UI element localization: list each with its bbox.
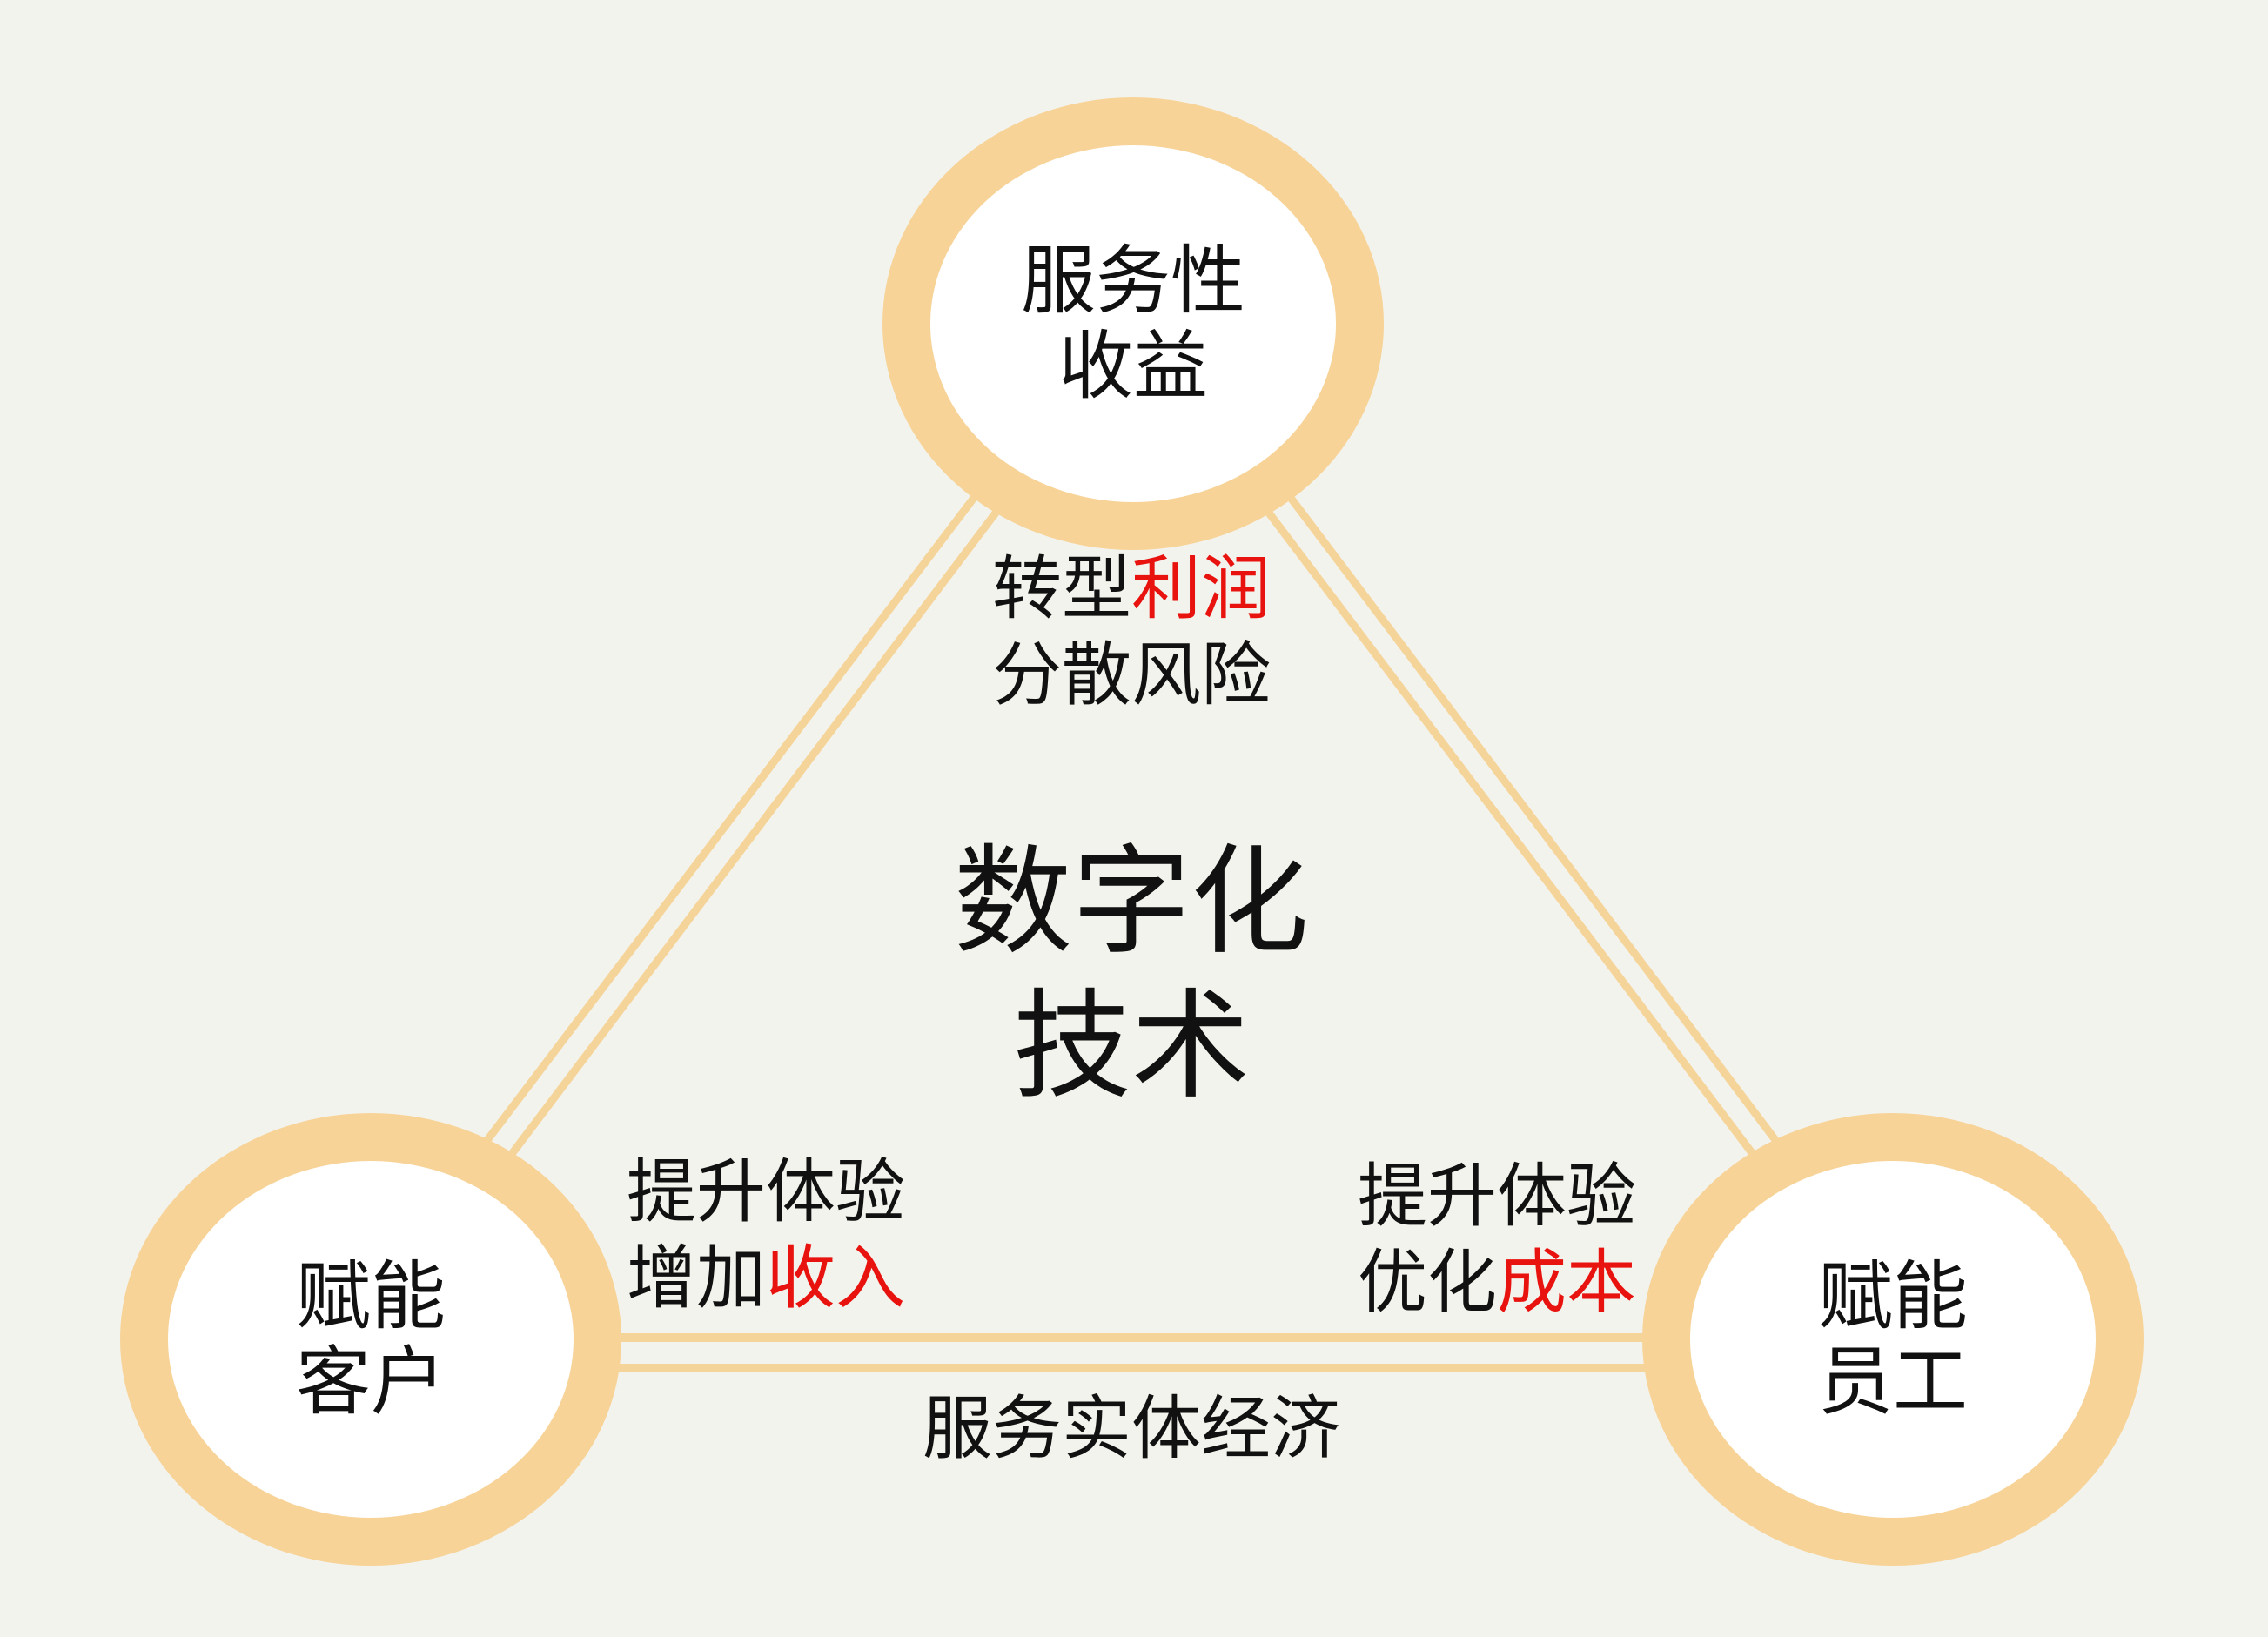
edge-label-right-line-1-text: 提升体验 bbox=[1358, 1156, 1636, 1237]
edge-label-right-line-2: 优化成本 bbox=[1358, 1239, 1636, 1325]
edge-label-left-line-1-text: 提升体验 bbox=[627, 1151, 905, 1232]
edge-label-bottom-text: 服务实体经济 bbox=[923, 1388, 1340, 1469]
center-title-line-1: 数字化 bbox=[954, 834, 1309, 971]
node-left-line-1: 赋能 bbox=[296, 1252, 446, 1340]
edge-label-top-line-1-text: 转型 bbox=[992, 548, 1131, 629]
node-empower-customers: 赋能 客户 bbox=[120, 1113, 621, 1566]
edge-label-left: 提升体验 增加收入 bbox=[592, 1149, 940, 1321]
edge-top-left-inner bbox=[508, 506, 1003, 1157]
edge-label-right: 提升体验 优化成本 bbox=[1323, 1153, 1671, 1325]
node-left-line-2: 客户 bbox=[296, 1338, 446, 1426]
edge-top-left-outer bbox=[484, 492, 980, 1143]
edge-top-right-outer bbox=[1285, 492, 1779, 1143]
edge-label-top: 转型利润 分散风险 bbox=[914, 546, 1349, 718]
edge-label-left-line-2-text: 增加 bbox=[627, 1238, 766, 1319]
edge-label-top-line-2-text: 分散风险 bbox=[992, 634, 1271, 716]
edge-label-right-line-1: 提升体验 bbox=[1358, 1153, 1636, 1239]
node-empower-employees: 赋能 员工 bbox=[1642, 1113, 2144, 1566]
edge-label-top-line-2: 分散风险 bbox=[992, 632, 1271, 718]
node-right-line-2: 员工 bbox=[1818, 1338, 1968, 1426]
node-right-line-1: 赋能 bbox=[1818, 1252, 1968, 1340]
edge-label-right-line-2-text: 优化 bbox=[1358, 1242, 1497, 1324]
center-title: 数字化 技术 bbox=[870, 831, 1392, 1120]
node-top-line-2: 收益 bbox=[1058, 323, 1208, 410]
node-service-revenue: 服务性 收益 bbox=[882, 97, 1384, 550]
edge-label-right-highlight: 成本 bbox=[1497, 1242, 1636, 1324]
edge-label-left-highlight: 收入 bbox=[766, 1238, 905, 1319]
edge-top-right-inner bbox=[1262, 506, 1756, 1157]
edge-label-left-line-2: 增加收入 bbox=[627, 1235, 905, 1321]
center-title-line-2: 技术 bbox=[1013, 977, 1250, 1116]
edge-label-left-line-1: 提升体验 bbox=[627, 1149, 905, 1235]
edge-label-top-highlight: 利润 bbox=[1131, 548, 1271, 629]
edge-label-top-line-1: 转型利润 bbox=[992, 546, 1271, 632]
edge-label-bottom: 服务实体经济 bbox=[827, 1385, 1436, 1472]
node-top-line-1: 服务性 bbox=[1021, 237, 1245, 325]
